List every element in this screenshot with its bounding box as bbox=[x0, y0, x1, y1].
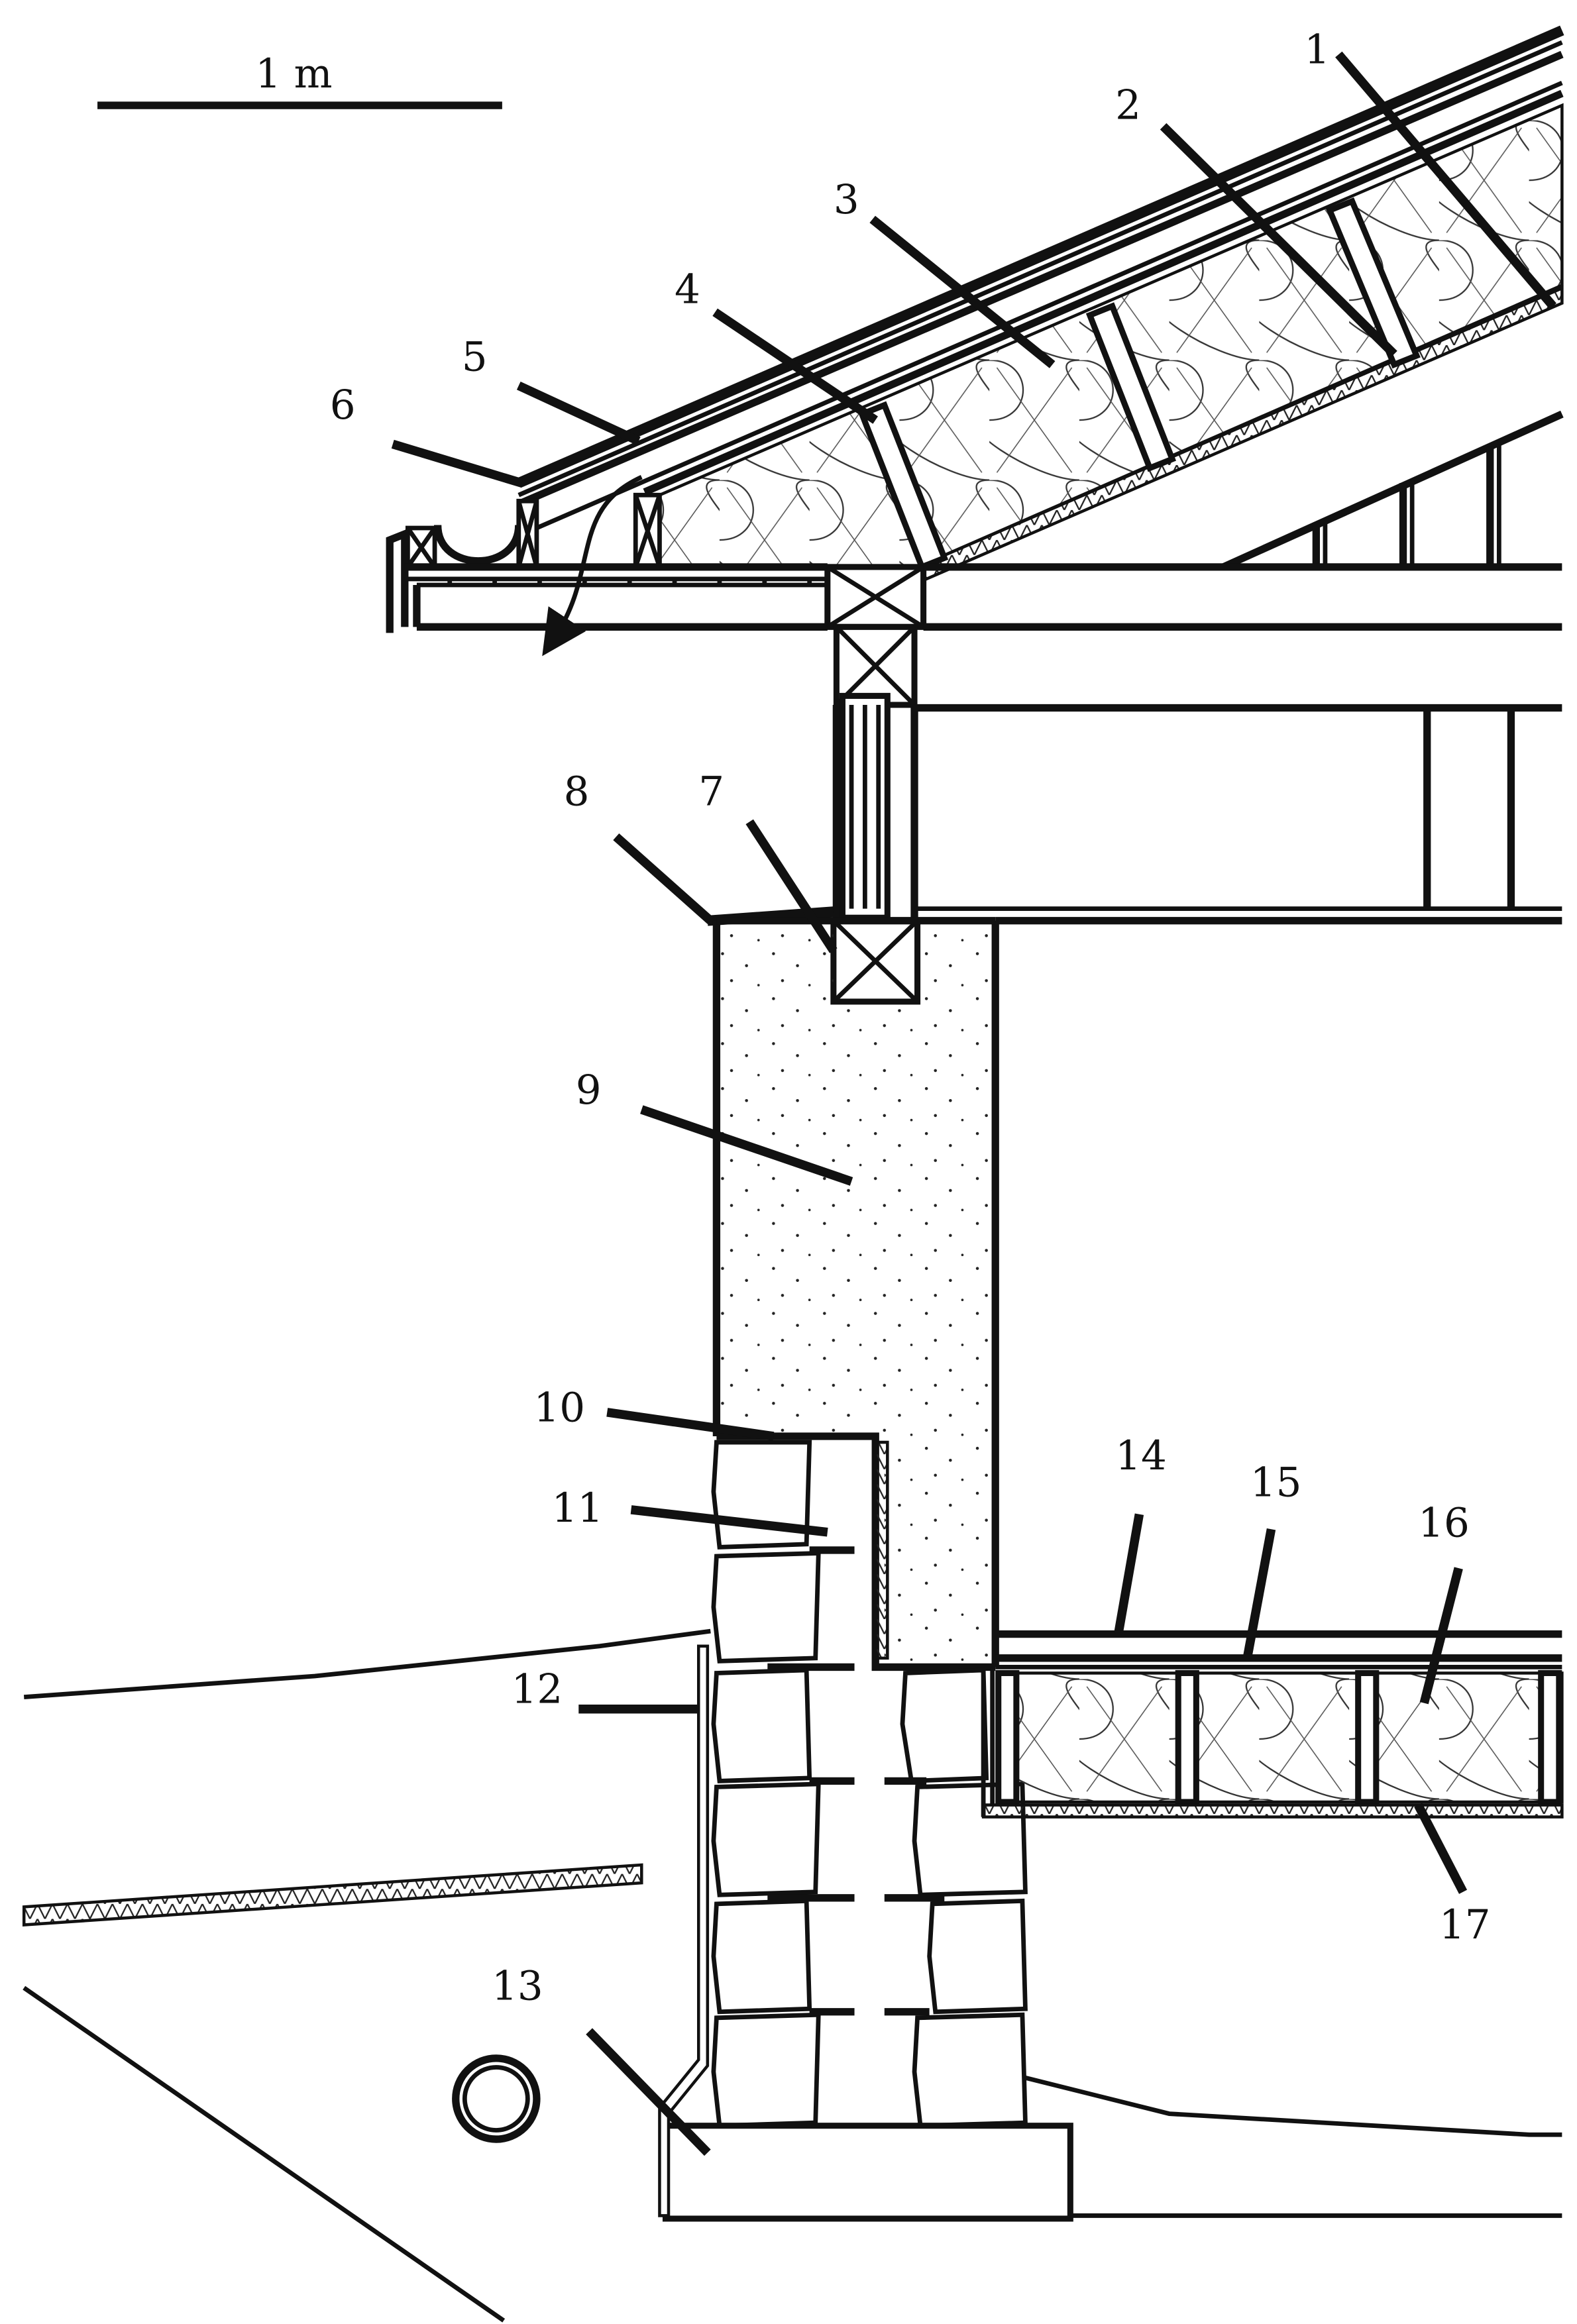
stone bbox=[711, 1898, 812, 2015]
stone bbox=[711, 1667, 812, 1783]
leader-5 bbox=[516, 381, 641, 445]
stone bbox=[927, 1898, 1028, 2015]
rafter-block bbox=[858, 401, 949, 571]
leader-9 bbox=[640, 1105, 853, 1186]
sill-beam-cross bbox=[832, 919, 919, 1004]
callout-14: 14 bbox=[1115, 1432, 1167, 1479]
stone bbox=[912, 2012, 1028, 2129]
roof-assembly bbox=[516, 25, 1564, 581]
floor-edge-wrap bbox=[981, 1667, 995, 1817]
soffit-joints bbox=[447, 578, 812, 585]
callout-labels: 1 2 3 4 5 6 7 8 9 10 11 12 13 14 15 16 1… bbox=[330, 26, 1491, 2010]
rafter-block bbox=[1325, 197, 1421, 369]
stone-foundation bbox=[662, 1440, 1073, 2222]
wall-plate-lower-cross bbox=[834, 625, 916, 707]
callout-11: 11 bbox=[552, 1485, 604, 1532]
rafter-blocks bbox=[858, 197, 1421, 571]
roof-board-top bbox=[643, 89, 1564, 496]
callout-6: 6 bbox=[330, 382, 356, 429]
wall-fill bbox=[716, 920, 996, 1667]
callout-2: 2 bbox=[1115, 81, 1141, 129]
callout-17: 17 bbox=[1439, 1901, 1491, 1948]
wall-ties bbox=[767, 1663, 945, 2016]
callout-4: 4 bbox=[675, 266, 700, 313]
callout-7: 7 bbox=[698, 768, 724, 816]
scale-bar: 1 m bbox=[97, 50, 502, 109]
gutter bbox=[433, 525, 523, 565]
ceiling-rafter bbox=[1221, 410, 1564, 570]
leader-11 bbox=[630, 1505, 828, 1537]
callout-3: 3 bbox=[834, 176, 859, 223]
leader-1 bbox=[1335, 51, 1556, 309]
rafter-block bbox=[1085, 302, 1177, 472]
leader-17 bbox=[1414, 1803, 1468, 1894]
leader-3 bbox=[869, 215, 1056, 368]
fascia-block-1-cross bbox=[516, 500, 539, 568]
eave-assembly bbox=[386, 475, 828, 657]
gutter-bracket-cross bbox=[406, 527, 437, 568]
damp-proof-hatch bbox=[873, 1440, 889, 1660]
timber-frame bbox=[707, 563, 1562, 1005]
callout-12: 12 bbox=[511, 1666, 563, 1713]
drain-pipe-outer bbox=[452, 2054, 541, 2143]
stone bbox=[711, 1550, 821, 1664]
scale-bar-label: 1 m bbox=[255, 50, 332, 97]
leader-13 bbox=[586, 2028, 711, 2156]
leader-16 bbox=[1419, 1567, 1463, 1705]
batten-line bbox=[535, 80, 1563, 531]
ground-line bbox=[23, 1628, 711, 1700]
stone bbox=[900, 1667, 989, 1783]
drain-pipe bbox=[452, 2054, 541, 2143]
leader-7 bbox=[745, 819, 838, 953]
floor-insulation bbox=[997, 1671, 1564, 1804]
floor-joist bbox=[995, 1669, 1020, 1805]
site bbox=[22, 1628, 1562, 2323]
crawlspace-ground-line bbox=[1024, 2076, 1562, 2137]
leader-14 bbox=[1114, 1513, 1144, 1635]
floor-joist bbox=[1175, 1669, 1199, 1805]
stone bbox=[711, 2012, 821, 2129]
leader-8 bbox=[613, 833, 714, 924]
wall-plate-cross bbox=[826, 564, 925, 629]
leader-6 bbox=[391, 439, 523, 488]
callout-5: 5 bbox=[462, 333, 488, 380]
callout-16: 16 bbox=[1418, 1500, 1470, 1547]
floor-underside-board bbox=[981, 1803, 1564, 1819]
edge-insulation-board bbox=[22, 1863, 643, 1927]
callout-1: 1 bbox=[1304, 26, 1330, 74]
floor-assembly bbox=[981, 1630, 1564, 1819]
callout-10: 10 bbox=[533, 1384, 585, 1431]
leader-4 bbox=[712, 308, 879, 424]
roof-covering-line-3 bbox=[517, 50, 1564, 508]
callout-15: 15 bbox=[1250, 1459, 1302, 1506]
leader-lines bbox=[391, 51, 1556, 2156]
fascia-block-2-cross bbox=[633, 494, 662, 568]
leader-15 bbox=[1242, 1528, 1276, 1660]
callout-13: 13 bbox=[492, 1963, 543, 2010]
footing bbox=[662, 2123, 1073, 2222]
drain-pipe-inner bbox=[462, 2065, 530, 2133]
leader-10 bbox=[606, 1408, 775, 1441]
callout-8: 8 bbox=[564, 768, 590, 816]
foundation-board bbox=[658, 1644, 710, 2217]
stone bbox=[711, 1781, 821, 1897]
floor-joist bbox=[1355, 1669, 1380, 1805]
ventilation-arrow bbox=[542, 475, 643, 657]
floor-joist bbox=[1538, 1669, 1562, 1805]
callout-9: 9 bbox=[576, 1067, 602, 1114]
excavation-slope bbox=[23, 1985, 506, 2323]
leader-2 bbox=[1160, 123, 1397, 358]
wall bbox=[712, 917, 999, 1671]
drip-edge bbox=[386, 528, 409, 633]
